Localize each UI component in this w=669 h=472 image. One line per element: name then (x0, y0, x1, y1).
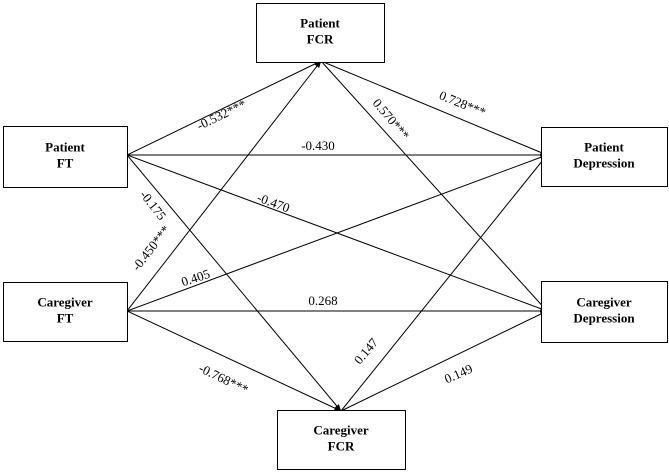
node-label-pft-line-2: FT (57, 155, 74, 170)
node-box-cft (3, 282, 128, 342)
path-coefficient-cft-to-pfcr: -0.450*** (129, 223, 174, 274)
node-label-pft-line-1: Patient (45, 139, 85, 154)
path-arrow-cfcr-to-pdep (340, 154, 548, 412)
node-label-cdep-line-1: Caregiver (576, 294, 632, 309)
node-label-cft-line-2: FT (57, 310, 74, 325)
node-label-pfcr-line-1: Patient (300, 15, 340, 30)
path-arrow-cfcr-to-cdep (340, 310, 548, 412)
node-box-cfcr (277, 410, 406, 470)
path-coefficient-cfcr-to-cdep: 0.149 (442, 361, 475, 387)
path-coefficient-pft-to-pdep: -0.430 (301, 138, 335, 153)
path-arrow-cft-to-pdep (126, 154, 548, 312)
path-coefficient-cfcr-to-pdep: 0.147 (351, 335, 382, 367)
node-label-pdep-line-1: Patient (584, 139, 624, 154)
node-label-pdep-line-2: Depression (573, 155, 635, 170)
path-arrow-cft-to-cfcr (126, 310, 342, 412)
path-coefficient-pft-to-cdep: -0.470 (255, 190, 292, 216)
node-label-cft-line-1: Caregiver (37, 294, 93, 309)
node-box-pdep (541, 127, 668, 187)
path-arrow-pfcr-to-pdep (320, 60, 548, 156)
path-coefficient-cft-to-cfcr: -0.768*** (197, 360, 251, 397)
edge-layer (126, 60, 548, 412)
node-box-cdep (541, 281, 668, 343)
path-coefficient-cft-to-cdep: 0.268 (308, 293, 337, 308)
node-label-cfcr-line-1: Caregiver (313, 422, 369, 437)
path-arrow-pft-to-pfcr (126, 60, 322, 156)
node-label-cfcr-line-2: FCR (328, 438, 355, 453)
node-label-pfcr-line-2: FCR (307, 31, 334, 46)
node-box-pft (3, 126, 128, 188)
path-coefficient-pft-to-pfcr: -0.532*** (194, 96, 248, 133)
label-layer: -0.532***-0.430-0.470-0.175-0.450***0.40… (129, 88, 488, 398)
node-label-cdep-line-2: Depression (573, 310, 635, 325)
path-arrow-pft-to-cfcr (126, 154, 342, 412)
path-coefficient-pfcr-to-cdep: 0.570*** (370, 96, 413, 143)
path-arrow-pfcr-to-cdep (320, 60, 548, 312)
path-coefficient-pft-to-cfcr: -0.175 (137, 187, 170, 223)
path-arrow-cft-to-pfcr (126, 60, 322, 312)
node-box-pfcr (256, 3, 385, 63)
path-coefficient-pfcr-to-pdep: 0.728*** (437, 88, 488, 120)
node-layer: PatientFCRPatientFTCaregiverFTCaregiverF… (3, 3, 668, 470)
